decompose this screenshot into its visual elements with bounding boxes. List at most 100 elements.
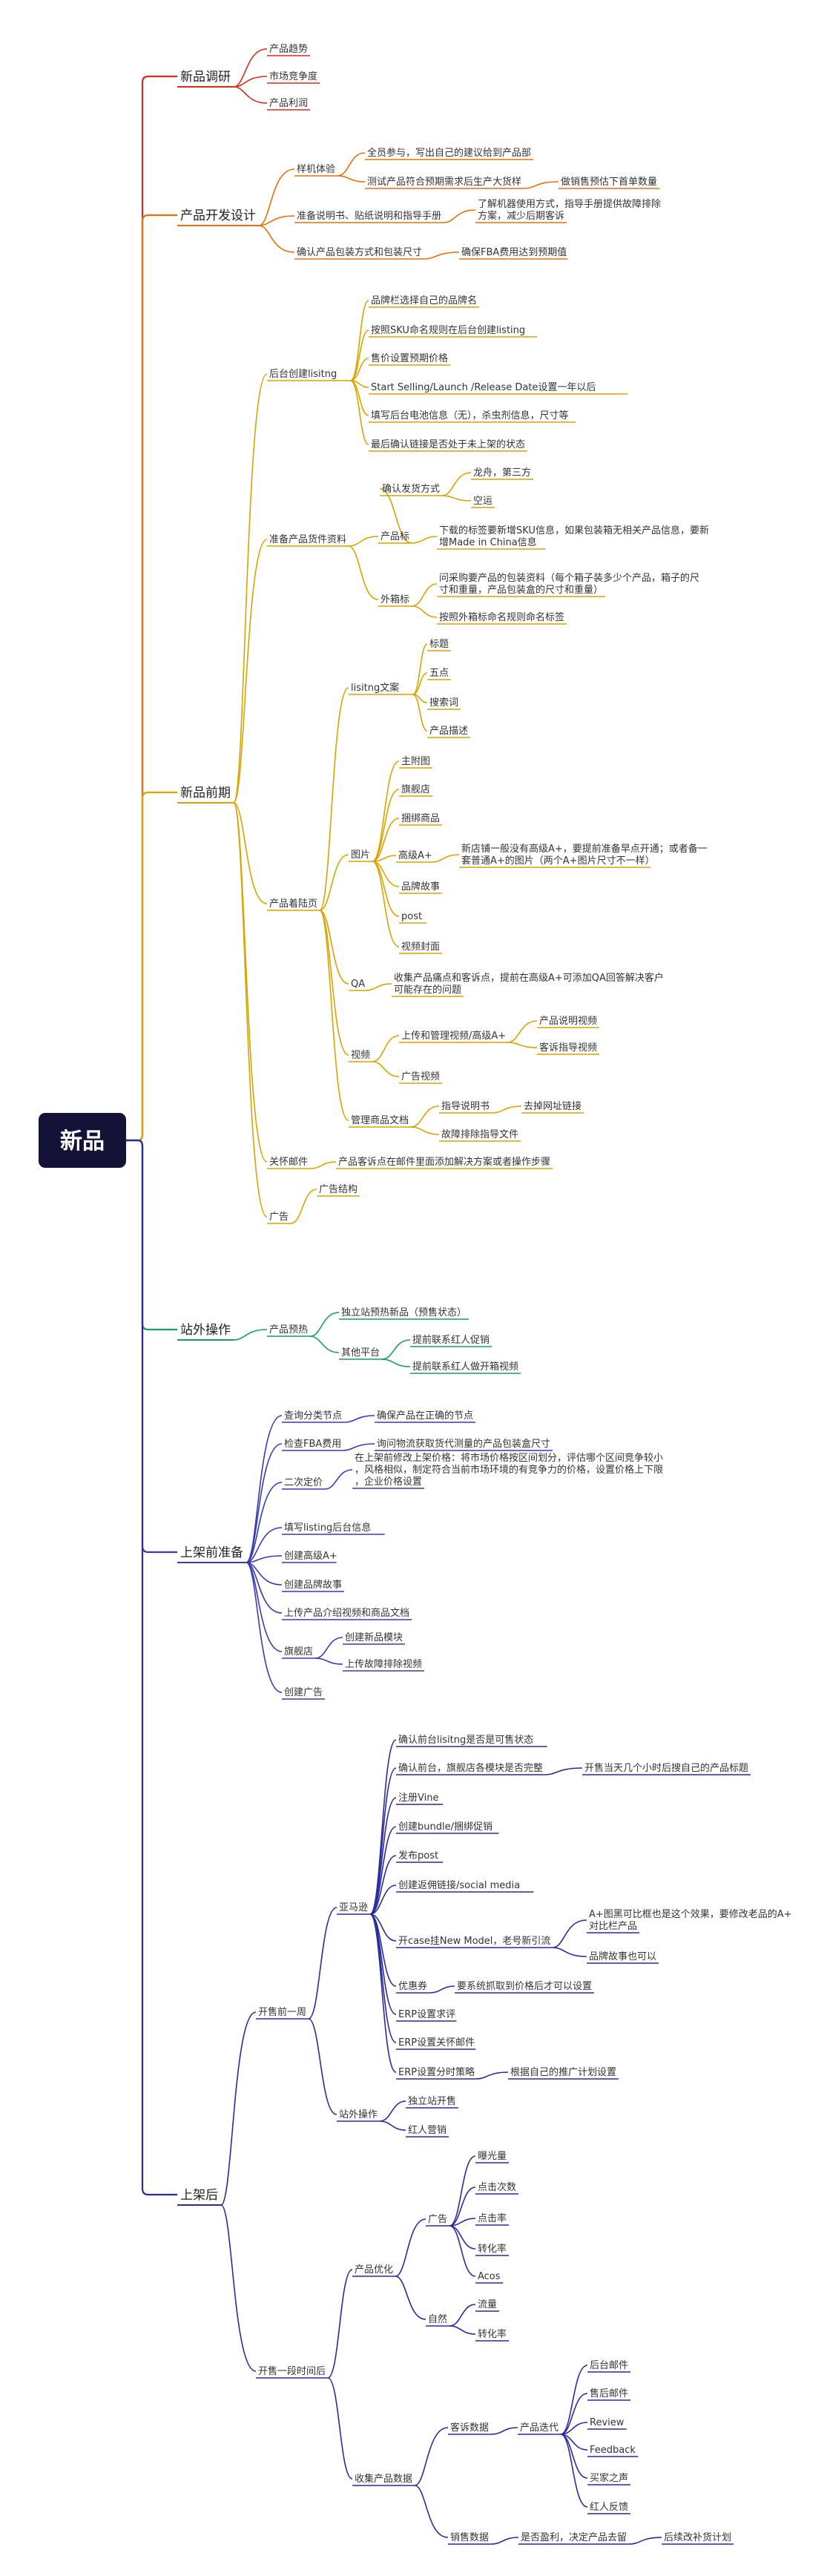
node-0-1[interactable]: 市场竞争度 (267, 70, 320, 84)
node-2-1-0[interactable]: 产品标 (378, 531, 412, 544)
node-5-1-1-0-0-3[interactable]: Feedback (587, 2445, 639, 2457)
node-5-0-0[interactable]: 亚马逊 (337, 1902, 370, 1915)
node-2-1-0-0-0[interactable]: 龙舟，第三方 (471, 467, 533, 480)
node-5-1-1-0-0-1[interactable]: 售后邮件 (587, 2388, 630, 2401)
node-2-2-3-0[interactable]: 上传和管理视频/高级A+ (399, 1030, 508, 1043)
node-2-2-0[interactable]: lisitng文案 (349, 683, 413, 695)
node-5-1-1-0-0[interactable]: 产品迭代 (518, 2422, 561, 2435)
branch-3[interactable]: 站外操作 (177, 1323, 234, 1341)
node-1-0-0[interactable]: 全员参与，写出自己的建议给到产品部 (365, 147, 533, 160)
node-2-1[interactable]: 准备产品货件资料 (267, 533, 349, 547)
node-2-1-0-0-1[interactable]: 空运 (471, 496, 495, 508)
node-1-0-1[interactable]: 测试产品符合预期需求后生产大货样 (365, 176, 524, 189)
node-1-2[interactable]: 确认产品包装方式和包装尺寸 (294, 246, 424, 260)
node-5-1-1-1[interactable]: 销售数据 (448, 2531, 491, 2545)
node-2-2-1-3-0[interactable]: 新店铺一般没有高级A+，要提前准备早点开通；或者备一套普通A+的图片（两个A+图… (459, 843, 708, 868)
node-5-0-0-6-0[interactable]: A+图黑可比框也是这个效果，要修改老品的A+对比栏产品 (587, 1908, 792, 1933)
node-4-1-0[interactable]: 询问物流获取货代测量的产品包装盒尺寸 (375, 1438, 553, 1451)
node-3-0-1[interactable]: 其他平台 (339, 1347, 382, 1360)
node-5-0-1-1[interactable]: 红人营销 (406, 2124, 449, 2138)
node-5-0[interactable]: 开售前一周 (256, 2006, 309, 2020)
node-5-1-0-0-0[interactable]: 曝光量 (475, 2151, 509, 2163)
node-5-0-0-10-0[interactable]: 根据自己的推广计划设置 (508, 2066, 619, 2080)
node-2-2-0-1[interactable]: 五点 (427, 668, 451, 680)
node-2-2-4[interactable]: 管理商品文档 (349, 1115, 411, 1128)
node-3-0-0[interactable]: 独立站预热新品（预售状态） (339, 1307, 469, 1320)
node-2-1-1[interactable]: 外箱标 (378, 594, 412, 607)
node-2-3[interactable]: 关怀邮件 (267, 1157, 310, 1169)
node-5-0-0-1-0[interactable]: 开售当天几个小时后搜自己的产品标题 (582, 1762, 751, 1775)
node-5-1-0-0[interactable]: 广告 (426, 2214, 449, 2227)
node-5-0-0-9[interactable]: ERP设置关怀邮件 (396, 2037, 476, 2050)
node-5-1-1-0-0-4[interactable]: 买家之声 (587, 2472, 630, 2485)
node-3-0-1-0[interactable]: 提前联系红人促销 (410, 1334, 492, 1347)
node-5-0-1-0[interactable]: 独立站开售 (406, 2095, 458, 2109)
node-1-0-1-0[interactable]: 做销售预估下首单数量 (559, 176, 659, 189)
node-2-2-2-0[interactable]: 收集产品痛点和客诉点，提前在高级A+可添加QA回答解决客户可能存在的问题 (392, 972, 664, 997)
branch-4[interactable]: 上架前准备 (177, 1545, 246, 1563)
branch-0[interactable]: 新品调研 (177, 70, 234, 88)
node-4-2-0[interactable]: 在上架前修改上架价格：将市场价格按区间划分，评估哪个区间竞争较小，风格相似，制定… (352, 1452, 663, 1489)
node-2-1-0-1[interactable]: 下载的标签要新增SKU信息，如果包装箱无相关产品信息，要新增Made in Ch… (437, 525, 709, 550)
node-2-4[interactable]: 广告 (267, 1212, 291, 1224)
node-5-1-1[interactable]: 收集产品数据 (352, 2473, 415, 2486)
node-2-2-3-0-1[interactable]: 客诉指导视频 (537, 1042, 599, 1055)
node-4-7-1[interactable]: 上传故障排除视频 (343, 1659, 424, 1672)
node-5-1-0[interactable]: 产品优化 (352, 2264, 395, 2277)
node-2-0-2[interactable]: 售价设置预期价格 (369, 352, 450, 366)
node-2-0-5[interactable]: 最后确认链接是否处于未上架的状态 (369, 438, 527, 452)
node-4-6[interactable]: 上传产品介绍视频和商品文档 (282, 1608, 412, 1620)
node-5-1-1-0-0-5[interactable]: 红人反馈 (587, 2501, 630, 2514)
node-2-2-1-0[interactable]: 主附图 (399, 756, 432, 769)
node-2-3-0[interactable]: 产品客诉点在邮件里面添加解决方案或者操作步骤 (336, 1156, 553, 1169)
node-2-2-3[interactable]: 视频 (349, 1050, 372, 1062)
node-2-2-1-4[interactable]: 品牌故事 (399, 881, 442, 894)
node-5-1-0-1[interactable]: 自然 (426, 2313, 449, 2327)
node-2-0-3[interactable]: Start Selling/Launch /Release Date设置一年以后 (369, 382, 628, 395)
node-2-2-0-3[interactable]: 产品描述 (427, 726, 470, 738)
node-5-1-1-1-0[interactable]: 是否盈利，决定产品去留 (518, 2532, 629, 2545)
node-5-0-0-7-0[interactable]: 要系统抓取到价格后才可以设置 (455, 1980, 594, 1994)
node-1-0[interactable]: 样机体验 (294, 163, 337, 177)
node-2-2-1-3[interactable]: 高级A+ (396, 850, 432, 863)
node-2-4-0[interactable]: 广告结构 (317, 1184, 360, 1197)
node-5-1[interactable]: 开售一段时间后 (256, 2365, 328, 2379)
node-4-8[interactable]: 创建广告 (282, 1687, 325, 1700)
node-2-2-2[interactable]: QA (349, 979, 365, 991)
node-2-1-1-0[interactable]: 问采购要产品的包装资料（每个箱子装多少个产品，箱子的尺寸和重量，产品包装盒的尺寸… (437, 572, 699, 597)
node-2-2-0-0[interactable]: 标题 (427, 639, 451, 651)
node-2-2-4-1[interactable]: 故障排除指导文件 (439, 1129, 521, 1142)
node-5-0-0-3[interactable]: 创建bundle/捆绑促销 (396, 1821, 499, 1834)
node-5-1-0-0-3[interactable]: 转化率 (475, 2243, 509, 2256)
node-5-0-0-1[interactable]: 确认前台，旗舰店各模块是否完整 (396, 1762, 545, 1775)
node-2-2-1[interactable]: 图片 (349, 850, 372, 862)
node-0-2[interactable]: 产品利润 (267, 98, 310, 111)
node-5-0-0-4[interactable]: 发布post (396, 1850, 444, 1863)
node-5-1-1-0-0-0[interactable]: 后台邮件 (587, 2360, 630, 2373)
node-2-2-3-0-0[interactable]: 产品说明视频 (537, 1016, 599, 1028)
node-2-2-1-6[interactable]: 视频封面 (399, 942, 442, 954)
node-5-1-0-0-4[interactable]: Acos (475, 2271, 504, 2284)
node-5-0-1[interactable]: 站外操作 (337, 2109, 380, 2122)
node-2-0-0[interactable]: 品牌栏选择自己的品牌名 (369, 295, 479, 308)
node-2-2-1-5[interactable]: post (399, 911, 427, 924)
node-2-2-1-2[interactable]: 捆绑商品 (399, 813, 442, 826)
node-2-0[interactable]: 后台创建lisitng (267, 369, 351, 381)
node-4-7-0[interactable]: 创建新品模块 (343, 1632, 405, 1645)
node-2-2-1-1[interactable]: 旗舰店 (399, 783, 432, 797)
node-0-0[interactable]: 产品趋势 (267, 43, 310, 56)
node-4-0-0[interactable]: 确保产品在正确的节点 (375, 1410, 475, 1423)
root-node[interactable]: 新品 (39, 1113, 126, 1168)
node-2-0-4[interactable]: 填写后台电池信息（无），杀虫剂信息，尺寸等 (369, 410, 576, 423)
node-5-0-0-2[interactable]: 注册Vine (396, 1793, 444, 1805)
node-2-0-1[interactable]: 按照SKU命名规则在后台创建listing (369, 324, 537, 338)
node-5-1-0-1-1[interactable]: 转化率 (475, 2328, 509, 2342)
branch-5[interactable]: 上架后 (177, 2188, 221, 2206)
node-5-0-0-6[interactable]: 开case挂New Model，老号新引流 (396, 1935, 553, 1948)
node-5-1-0-1-0[interactable]: 流量 (475, 2299, 499, 2312)
node-2-2-0-2[interactable]: 搜索词 (427, 697, 461, 710)
node-5-1-0-0-1[interactable]: 点击次数 (475, 2181, 518, 2195)
branch-1[interactable]: 产品开发设计 (177, 208, 259, 226)
node-5-0-0-0[interactable]: 确认前台lisitng是否是可售状态 (396, 1734, 547, 1747)
node-2-2-4-0[interactable]: 指导说明书 (439, 1101, 492, 1114)
